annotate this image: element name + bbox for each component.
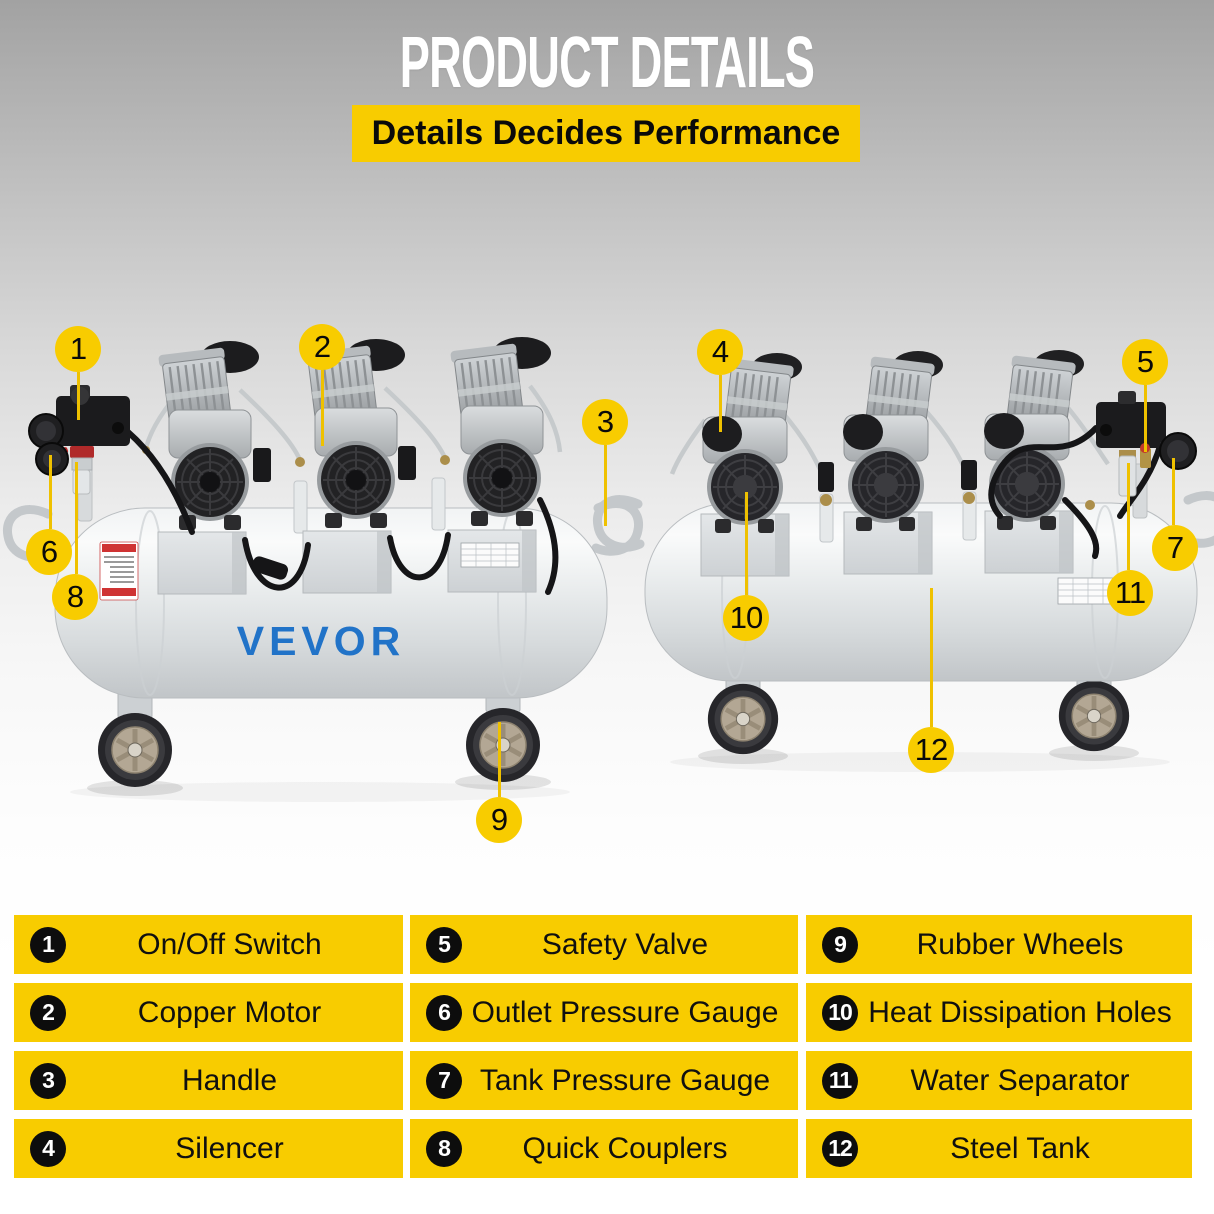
legend-label: Steel Tank xyxy=(950,1131,1090,1165)
legend-item-8: 8 Quick Couplers xyxy=(410,1119,798,1178)
legend-badge-8: 8 xyxy=(426,1130,462,1167)
legend-badge-12: 12 xyxy=(822,1130,858,1167)
on-off-switch-assembly xyxy=(51,385,130,495)
legend-badge-9: 9 xyxy=(822,926,858,963)
legend-badge-7: 7 xyxy=(426,1062,462,1099)
legend-column-1: 1 On/Off Switch 2 Copper Motor 3 Handle 4 Silen… xyxy=(14,915,403,1178)
legend-item-11: 11 Water Separator xyxy=(806,1051,1192,1110)
legend-label: Heat Dissipation Holes xyxy=(868,995,1172,1029)
legend-item-12: 12 Steel Tank xyxy=(806,1119,1192,1178)
spec-label xyxy=(460,542,520,568)
legend-item-7: 7 Tank Pressure Gauge xyxy=(410,1051,798,1110)
legend-item-5: 5 Safety Valve xyxy=(410,915,798,974)
motor-mount xyxy=(157,531,247,595)
legend-badge-1: 1 xyxy=(30,926,66,963)
spec-label xyxy=(1057,577,1117,605)
legend-badge-3: 3 xyxy=(30,1062,66,1099)
legend-item-4: 4 Silencer xyxy=(14,1119,403,1178)
page-title: PRODUCT DETAILS xyxy=(399,21,815,103)
legend-label: Outlet Pressure Gauge xyxy=(471,995,779,1029)
legend-label: Water Separator xyxy=(910,1063,1130,1097)
vevor-logo: VEVOR xyxy=(237,618,406,664)
rubber-wheel xyxy=(466,708,540,782)
legend-item-10: 10 Heat Dissipation Holes xyxy=(806,983,1192,1042)
rubber-wheel xyxy=(708,684,778,754)
legend-item-2: 2 Copper Motor xyxy=(14,983,403,1042)
legend-item-9: 9 Rubber Wheels xyxy=(806,915,1192,974)
legend-column-3: 9 Rubber Wheels 10 Heat Dissipation Holes 11… xyxy=(806,915,1192,1178)
legend-label: Rubber Wheels xyxy=(916,927,1124,961)
legend-badge-5: 5 xyxy=(426,926,462,963)
legend-badge-2: 2 xyxy=(30,994,66,1031)
legend-label: Handle xyxy=(181,1063,278,1097)
pressure-switch-assembly xyxy=(1096,391,1166,448)
subtitle-text: Details Decides Performance xyxy=(371,114,841,152)
legend-badge-11: 11 xyxy=(822,1062,858,1099)
check-valves xyxy=(818,460,1095,510)
copper-motor xyxy=(156,339,261,532)
legend-badge-4: 4 xyxy=(30,1130,66,1167)
copper-motor xyxy=(302,337,407,530)
legend-label: Safety Valve xyxy=(541,927,709,961)
water-separator xyxy=(1118,450,1137,497)
legend-column-2: 5 Safety Valve 6 Outlet Pressure Gauge 7 Tank… xyxy=(410,915,798,1178)
legend-badge-10: 10 xyxy=(822,994,858,1031)
legend-item-1: 1 On/Off Switch xyxy=(14,915,403,974)
compressor-back-illustration xyxy=(597,348,1214,772)
power-cables xyxy=(988,425,1163,559)
rubber-wheel xyxy=(98,713,172,787)
pressure-gauges xyxy=(28,413,69,476)
legend-badge-6: 6 xyxy=(426,994,462,1031)
compressor-front-illustration: VEVOR xyxy=(7,335,638,802)
legend-label: Quick Couplers xyxy=(522,1131,728,1165)
power-cables xyxy=(125,429,559,595)
legend-label: Silencer xyxy=(175,1131,284,1165)
safety-valve xyxy=(1140,443,1151,468)
legend-label: On/Off Switch xyxy=(137,927,322,961)
rubber-wheel xyxy=(1059,681,1129,751)
copper-motor xyxy=(448,335,553,528)
legend-item-3: 3 Handle xyxy=(14,1051,403,1110)
warning-label xyxy=(99,541,139,601)
legend-label: Copper Motor xyxy=(137,995,322,1029)
tank-pressure-gauge xyxy=(1159,432,1197,470)
legend-item-6: 6 Outlet Pressure Gauge xyxy=(410,983,798,1042)
subtitle-banner: Details Decides Performance xyxy=(352,105,860,162)
legend-label: Tank Pressure Gauge xyxy=(479,1063,771,1097)
